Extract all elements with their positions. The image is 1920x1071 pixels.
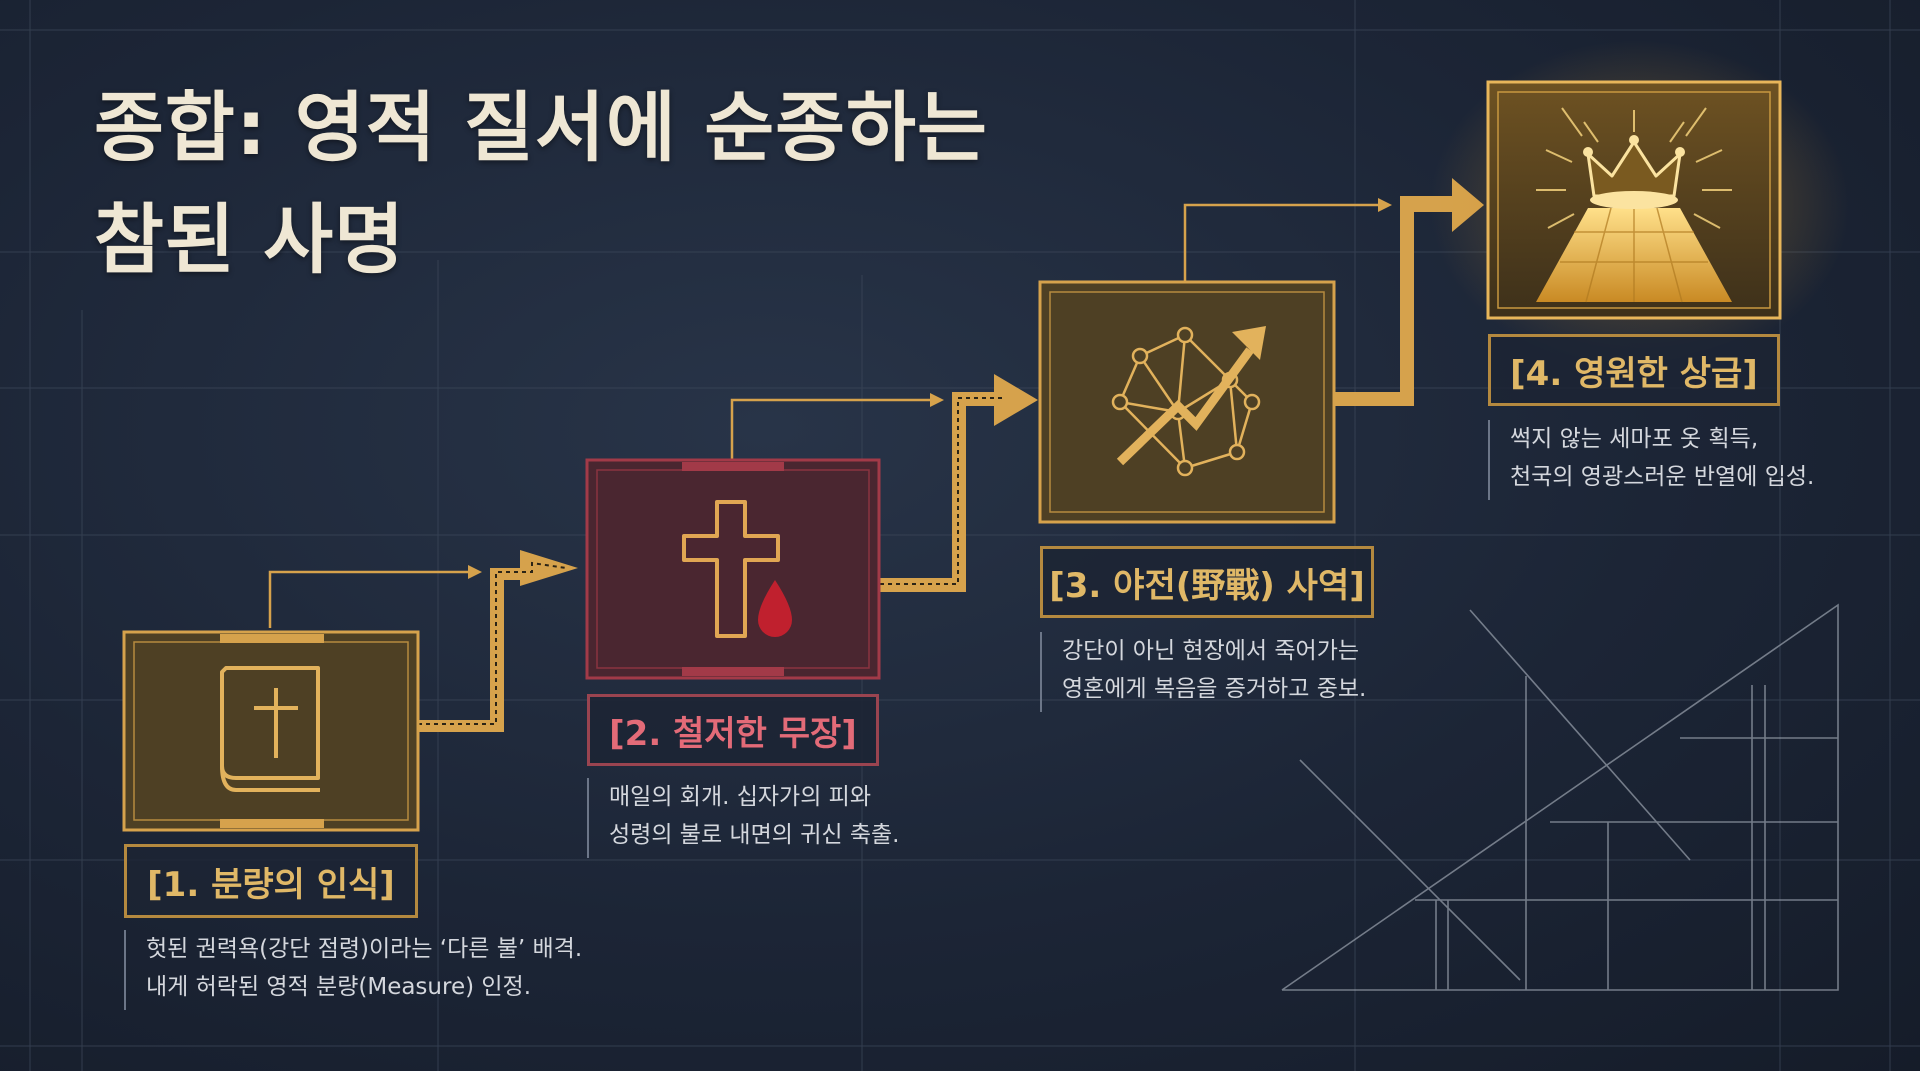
- step-1-box: [122, 630, 420, 832]
- step-3-desc-line-2: 영혼에게 복음을 증거하고 중보.: [1062, 676, 1367, 702]
- step-2-desc-line-2: 성령의 불로 내면의 귀신 축출.: [609, 822, 900, 848]
- crown-icon: [1536, 107, 1732, 303]
- step-3-box: [1038, 280, 1336, 524]
- connector-3-4: [1183, 178, 1484, 406]
- step-4-description: 썩지 않는 세마포 옷 획득, 천국의 영광스러운 반열에 입성.: [1488, 420, 1814, 500]
- step-2-desc-line-1: 매일의 회개. 십자가의 피와: [609, 784, 872, 810]
- step-4-desc-line-2: 천국의 영광스러운 반열에 입성.: [1510, 464, 1815, 490]
- step-4-label: [4. 영원한 상급]: [1488, 334, 1780, 406]
- step-3-description: 강단이 아닌 현장에서 죽어가는 영혼에게 복음을 증거하고 중보.: [1040, 632, 1366, 712]
- step-1-description: 헛된 권력욕(강단 점령)이라는 ‘다른 불’ 배격. 내게 허락된 영적 분량…: [124, 930, 582, 1010]
- step-2-box: [585, 458, 881, 680]
- page-title-line-1: 종합: 영적 질서에 순종하는: [94, 83, 988, 172]
- step-2-label: [2. 철저한 무장]: [587, 694, 879, 766]
- network-arrow-icon: [1111, 326, 1266, 477]
- step-3-desc-line-1: 강단이 아닌 현장에서 죽어가는: [1062, 638, 1360, 664]
- page-title: 종합: 영적 질서에 순종하는 참된 사명: [94, 72, 988, 296]
- page-title-line-2: 참된 사명: [94, 195, 406, 284]
- step-3-label: [3. 야전(野戰) 사역]: [1040, 546, 1374, 618]
- bible-icon: [220, 666, 320, 792]
- step-4-box: [1430, 40, 1850, 370]
- step-1-desc-line-1: 헛된 권력욕(강단 점령)이라는 ‘다른 불’ 배격.: [146, 936, 583, 962]
- cross-blood-icon: [682, 500, 792, 638]
- blueprint-pyramid: [1281, 603, 1839, 991]
- step-4-desc-line-1: 썩지 않는 세마포 옷 획득,: [1510, 426, 1759, 452]
- connector-2-3: [730, 374, 1038, 592]
- step-2-description: 매일의 회개. 십자가의 피와 성령의 불로 내면의 귀신 축출.: [587, 778, 899, 858]
- step-1-desc-line-2: 내게 허락된 영적 분량(Measure) 인정.: [146, 974, 532, 1000]
- connector-1-2: [268, 550, 578, 732]
- step-1-label: [1. 분량의 인식]: [124, 844, 418, 918]
